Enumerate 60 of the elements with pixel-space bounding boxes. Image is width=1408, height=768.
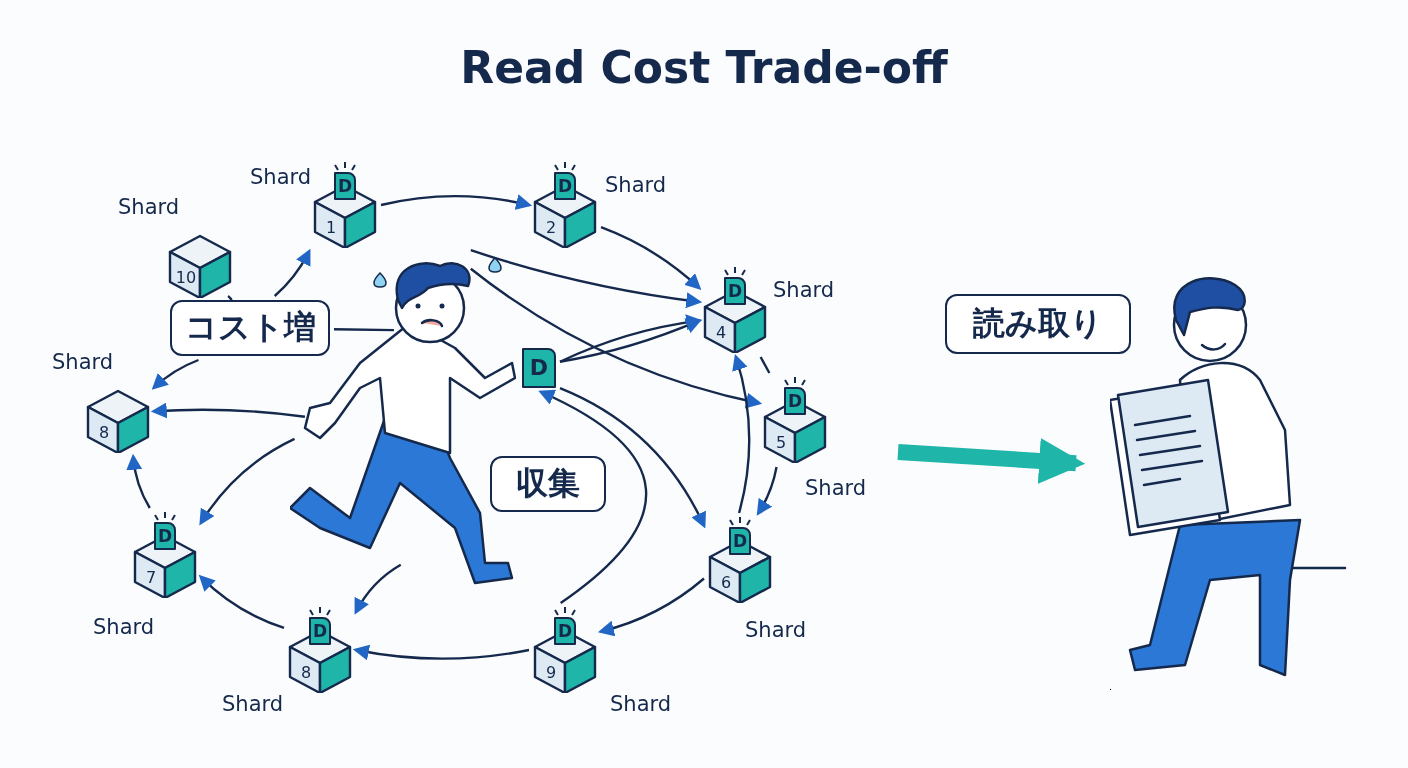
cube-number: 1 <box>324 218 338 238</box>
cube-number: 7 <box>144 568 158 588</box>
shard-cube <box>533 607 597 693</box>
block-arrow <box>897 438 1086 484</box>
arrow <box>126 453 151 509</box>
label-box: 収集 <box>490 456 606 512</box>
arrow <box>150 402 306 419</box>
connector-line <box>759 356 771 374</box>
document-icon: D <box>554 617 576 645</box>
arrow <box>151 358 199 390</box>
shard-label: Shard <box>610 692 672 716</box>
cube-number: 8 <box>97 423 111 443</box>
shard-label: Shard <box>745 618 807 642</box>
arrow <box>559 386 706 529</box>
arrow <box>756 466 778 516</box>
shard-label: Shard <box>93 615 155 639</box>
cube-number: 8 <box>299 663 313 683</box>
document-icon: D <box>334 172 356 200</box>
shard-label: Shard <box>52 350 114 374</box>
shard-cube <box>288 607 352 693</box>
shard-label: Shard <box>118 195 180 219</box>
shard-cube <box>708 517 772 603</box>
document-icon: D <box>522 348 556 388</box>
shard-cube <box>703 267 767 353</box>
shard-cube <box>763 377 827 463</box>
shard-cube <box>313 162 377 248</box>
shard-label: Shard <box>250 165 312 189</box>
cube-number: 5 <box>774 433 788 453</box>
document-icon: D <box>554 172 576 200</box>
arrow <box>352 644 530 661</box>
label-box: コスト増 <box>170 300 330 356</box>
label-box: 読み取り <box>945 294 1131 354</box>
document-icon: D <box>309 617 331 645</box>
arrow <box>731 353 751 514</box>
document-icon: D <box>729 527 751 555</box>
cube-number: 10 <box>174 268 198 288</box>
arrow <box>380 194 533 211</box>
shard-label: Shard <box>222 692 284 716</box>
shard-label: Shard <box>805 476 867 500</box>
document-icon: D <box>784 387 806 415</box>
shard-cube <box>533 162 597 248</box>
document-icon: D <box>724 277 746 305</box>
arrow <box>538 390 647 604</box>
title: Read Cost Trade-off <box>459 42 949 93</box>
arrow <box>198 574 285 630</box>
arrow <box>470 249 703 309</box>
cube-number: 4 <box>714 323 728 343</box>
cube-number: 2 <box>544 218 558 238</box>
arrow <box>600 226 702 290</box>
arrow <box>470 267 763 409</box>
arrow <box>354 563 402 615</box>
shard-label: Shard <box>773 278 835 302</box>
shard-label: Shard <box>605 173 667 197</box>
arrow <box>273 248 311 297</box>
cube-number: 6 <box>719 573 733 593</box>
document-icon: D <box>154 522 176 550</box>
cube-number: 9 <box>544 663 558 683</box>
arrow <box>199 437 296 526</box>
arrow <box>597 577 705 636</box>
shard-cube <box>133 512 197 598</box>
